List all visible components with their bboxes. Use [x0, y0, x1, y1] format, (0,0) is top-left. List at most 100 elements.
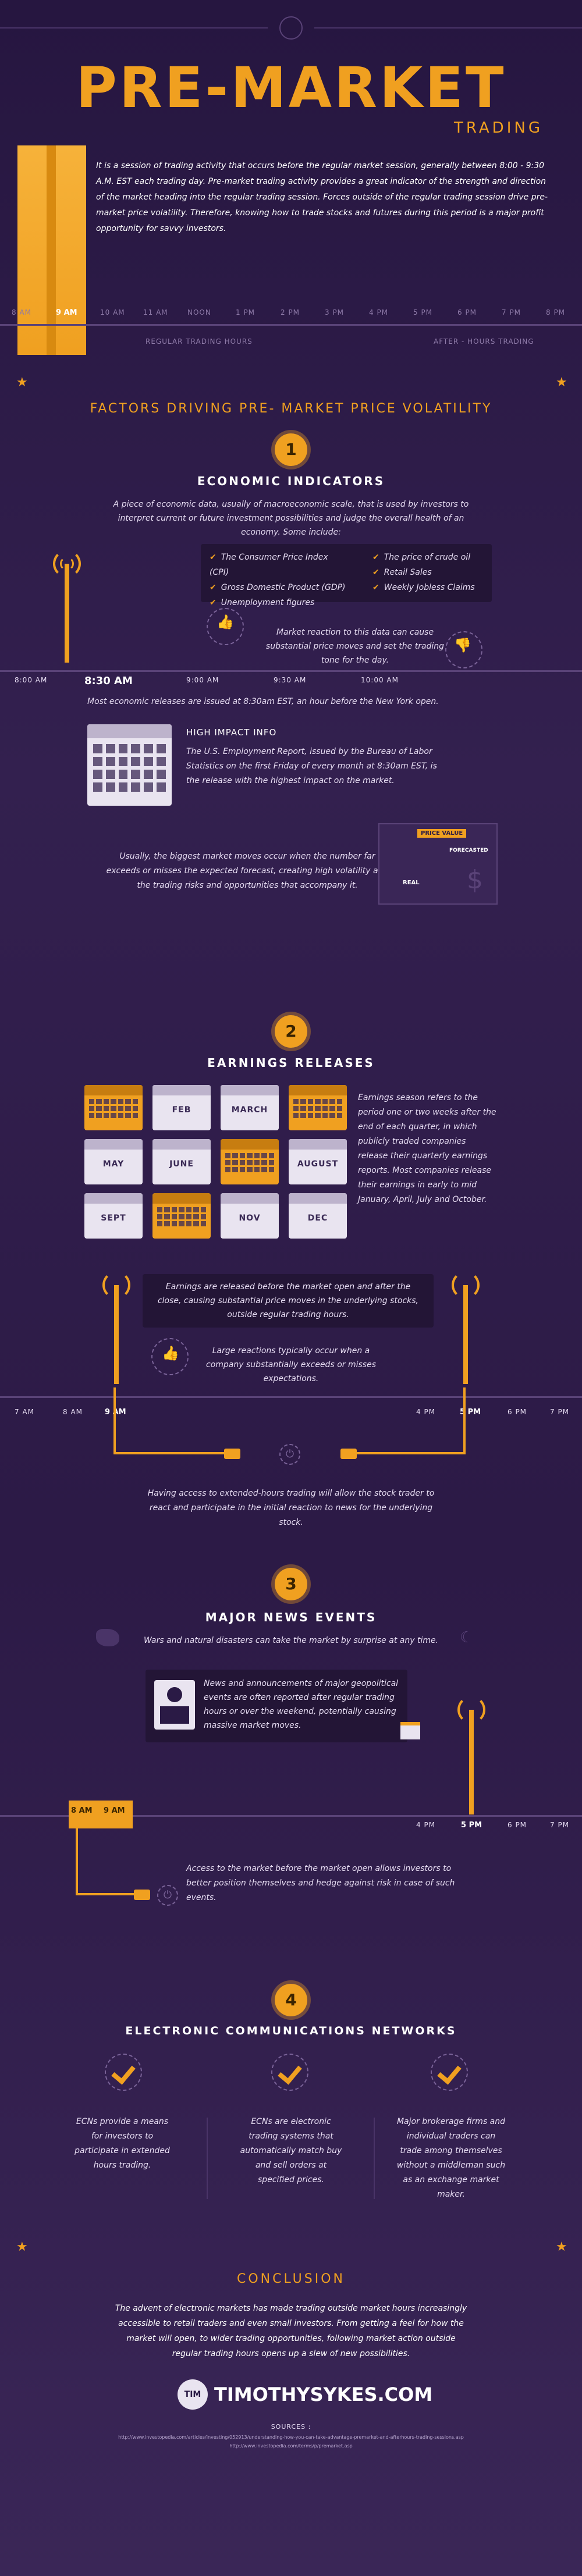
section1-timeline: [0, 670, 582, 672]
dashed-ring: [445, 631, 482, 668]
premarket-block: [69, 1801, 133, 1828]
indicator-item: ✔The Consumer Price Index (CPI): [210, 553, 328, 577]
tick-6pm: 6 PM: [508, 1821, 527, 1829]
high-impact-title: HIGH IMPACT INFO: [186, 727, 277, 738]
tick-10am: 10 AM: [100, 308, 125, 316]
check-icon: ✔: [210, 553, 217, 562]
ecn-col-2: ECNs are electronic trading systems that…: [240, 2117, 342, 2184]
indicators-left-list: ✔The Consumer Price Index (CPI) ✔Gross D…: [210, 550, 349, 610]
dashed-ring: [151, 1338, 189, 1375]
broadcast-tower-icon: [93, 1265, 140, 1387]
header-timeline-ticks: 8 AM 9 AM 10 AM 11 AM NOON 1 PM 2 PM 3 P…: [0, 308, 582, 320]
calendar-icon: [87, 724, 172, 806]
check-icon: ✔: [372, 553, 379, 562]
page-subtitle: TRADING: [454, 119, 543, 137]
cable-right: [355, 1387, 466, 1454]
header-timeline: [0, 324, 582, 326]
earnings-reaction: Large reactions typically occur when a c…: [206, 1346, 376, 1383]
dashed-ring: [207, 608, 244, 645]
indicators-box: [201, 544, 492, 602]
tick-4pm: 4 PM: [416, 1408, 436, 1416]
calendar-august: AUGUST: [289, 1139, 347, 1184]
calendar-may: MAY: [84, 1139, 143, 1184]
premarket-bar-mark: [47, 145, 56, 355]
calendar-dec: DEC: [289, 1193, 347, 1239]
tick-7pm: 7 PM: [502, 308, 521, 316]
price-chart-card: PRICE VALUE FORECASTED REAL $: [378, 823, 498, 905]
release-note: Most economic releases are issued at 8:3…: [87, 697, 439, 706]
calendar-october: [152, 1193, 211, 1239]
section-number-3: 3: [275, 1568, 307, 1600]
section2-title: EARNINGS RELEASES: [207, 1056, 375, 1070]
indicator-item: ✔Retail Sales: [372, 568, 432, 577]
tick-9am: 9 AM: [104, 1806, 125, 1815]
top-emblem: [279, 16, 303, 40]
real-label: REAL: [403, 880, 420, 886]
price-value-label: PRICE VALUE: [417, 829, 467, 838]
calendar-nov: NOV: [221, 1193, 279, 1239]
calendar-feb: FEB: [152, 1085, 211, 1130]
tick-1pm: 1 PM: [236, 308, 255, 316]
news-access: Access to the market before the market o…: [186, 1864, 455, 1902]
dollar-icon: $: [467, 865, 483, 895]
check-circle-icon: [105, 2054, 142, 2091]
brand-logo: TIM: [178, 2379, 208, 2410]
tick-800: 8:00 AM: [15, 676, 48, 684]
factors-title: FACTORS DRIVING PRE- MARKET PRICE VOLATI…: [90, 401, 492, 416]
tick-8am: 8 AM: [71, 1806, 93, 1815]
section1-intro: A piece of economic data, usually of mac…: [113, 500, 469, 537]
intro-text: It is a session of trading activity that…: [96, 161, 548, 233]
col-divider: [207, 2118, 208, 2199]
source-link-1[interactable]: http://www.investopedia.com/articles/inv…: [118, 2435, 464, 2440]
divider-right: [314, 27, 582, 29]
check-circle-icon: [271, 2054, 308, 2091]
section3-intro: Wars and natural disasters can take the …: [143, 1636, 439, 1645]
tick-5pm: 5 PM: [413, 308, 433, 316]
tick-7am: 7 AM: [15, 1408, 35, 1416]
tick-8am: 8 AM: [12, 308, 32, 316]
indicator-item: ✔Unemployment figures: [210, 598, 315, 607]
tick-830: 8:30 AM: [84, 675, 133, 687]
calendar-sept: SEPT: [84, 1193, 143, 1239]
tick-3pm: 3 PM: [325, 308, 345, 316]
forecasted-label: FORECASTED: [449, 848, 488, 853]
plug-icon: [134, 1890, 150, 1900]
high-impact-text: The U.S. Employment Report, issued by th…: [186, 747, 437, 785]
indicator-item: ✔Gross Domestic Product (GDP): [210, 583, 346, 592]
source-link-2[interactable]: http://www.investopedia.com/terms/p/prem…: [229, 2443, 353, 2449]
section1-title: ECONOMIC INDICATORS: [197, 474, 385, 488]
tick-7pm: 7 PM: [550, 1408, 570, 1416]
tick-11am: 11 AM: [143, 308, 168, 316]
thumbs-up-icon: 👍: [162, 1345, 179, 1361]
earnings-description: Earnings season refers to the period one…: [358, 1093, 496, 1204]
star-icon: ★: [16, 2240, 28, 2254]
indicator-item: ✔The price of crude oil: [372, 553, 471, 562]
regular-hours-label: REGULAR TRADING HOURS: [146, 337, 253, 346]
section-number-1: 1: [275, 433, 307, 466]
indicators-right-list: ✔The price of crude oil ✔Retail Sales ✔W…: [372, 550, 489, 595]
cable-left: [76, 1828, 134, 1895]
page-title: PRE-MARKET: [76, 55, 506, 120]
calendar-june: JUNE: [152, 1139, 211, 1184]
section-number-2: 2: [275, 1015, 307, 1048]
calendar-july: [221, 1139, 279, 1184]
section3-title: MAJOR NEWS EVENTS: [205, 1610, 377, 1624]
cable-left: [113, 1387, 224, 1454]
tick-930: 9:30 AM: [274, 676, 307, 684]
news-text: News and announcements of major geopolit…: [204, 1679, 399, 1730]
check-icon: ✔: [372, 568, 379, 577]
tick-8am: 8 AM: [63, 1408, 83, 1416]
earnings-access: Having access to extended-hours trading …: [147, 1489, 435, 1527]
col-divider: [374, 2118, 375, 2199]
conclusion-text: The advent of electronic markets has mad…: [115, 2304, 467, 2358]
after-hours-label: AFTER - HOURS TRADING: [434, 337, 534, 346]
star-icon: ★: [16, 375, 28, 390]
power-icon: ⏻: [279, 1444, 300, 1465]
section1-reaction: Market reaction to this data can cause s…: [265, 628, 445, 665]
tick-6pm: 6 PM: [457, 308, 477, 316]
check-circle-icon: [431, 2054, 468, 2091]
sources-label: SOURCES :: [271, 2423, 311, 2431]
moon-icon: ☾: [460, 1629, 474, 1646]
brand-name[interactable]: TIMOTHYSYKES.COM: [214, 2383, 433, 2406]
tick-9am: 9 AM: [56, 308, 77, 317]
